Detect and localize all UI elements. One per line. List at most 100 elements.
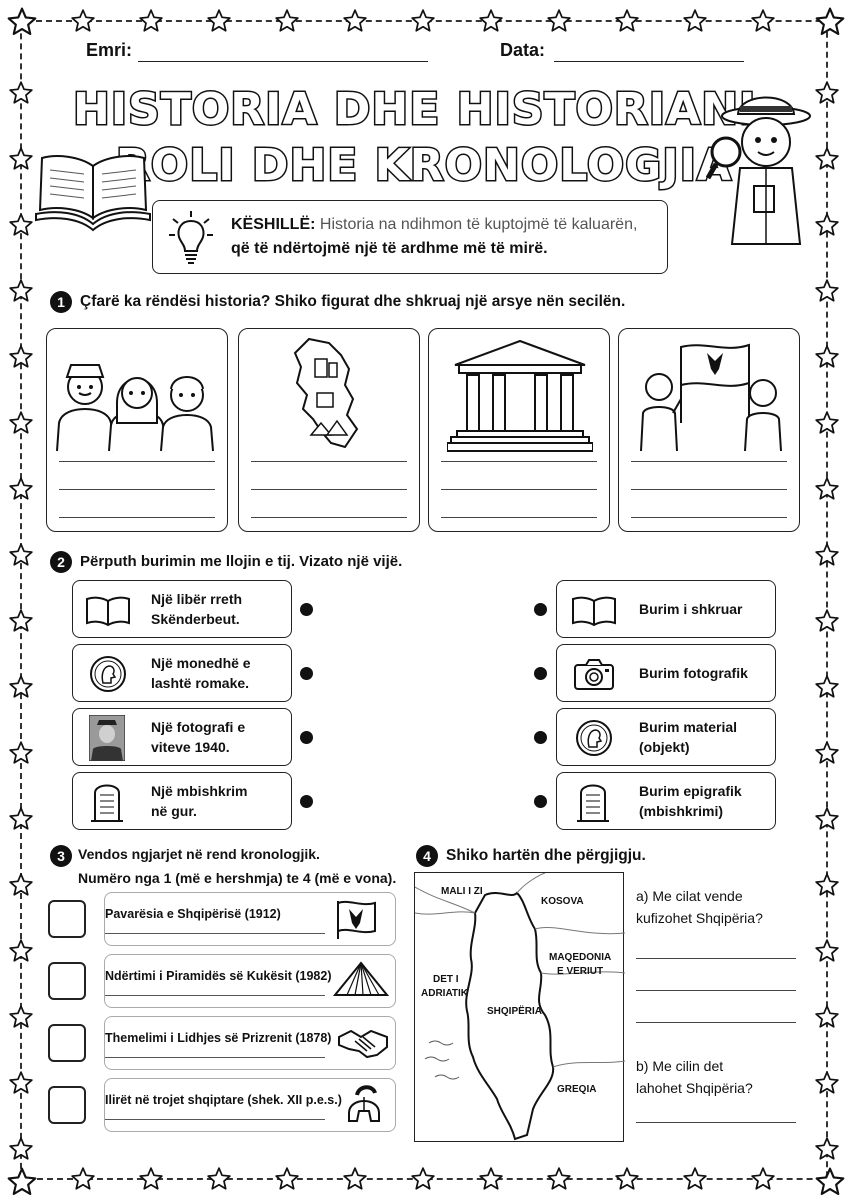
answer-line[interactable]	[59, 517, 215, 518]
star-icon	[9, 477, 33, 500]
albania-map: MALI I ZI KOSOVA MAQEDONIA E VERIUT DET …	[414, 872, 625, 1142]
star-icon	[815, 7, 845, 36]
match-type-photo[interactable]: Burim fotografik	[556, 644, 776, 702]
answer-line[interactable]	[636, 1022, 796, 1023]
answer-line[interactable]	[636, 1122, 796, 1123]
match-dot-right[interactable]	[534, 731, 547, 744]
question-3-text-1: Vendos ngjarjet në rend kronologjik.	[78, 846, 320, 862]
order-number-box[interactable]	[48, 1024, 86, 1062]
helmet-icon	[348, 1085, 380, 1122]
coin-icon	[576, 720, 612, 756]
question-2-text: Përputh burimin me llojin e tij. Vizato …	[80, 553, 403, 570]
ancient-temple-icon	[447, 339, 593, 452]
answer-line[interactable]	[251, 517, 407, 518]
question-3-text-2: Numëro nga 1 (më e hershmja) te 4 (më e …	[78, 870, 397, 886]
star-icon	[815, 807, 839, 830]
stone-inscription-icon	[91, 784, 123, 822]
answer-line[interactable]	[59, 489, 215, 490]
event-row: Ndërtimi i Piramidës së Kukësit (1982)	[104, 954, 396, 1008]
star-icon	[815, 609, 839, 632]
star-icon	[815, 675, 839, 698]
map-label-macedonia-1: MAQEDONIA	[549, 952, 612, 963]
date-field[interactable]	[554, 60, 744, 62]
reason-card-map	[238, 328, 420, 532]
star-icon	[751, 9, 775, 32]
answer-line[interactable]	[251, 461, 407, 462]
match-source-line2: në gur.	[151, 803, 197, 819]
answer-line[interactable]	[441, 489, 597, 490]
match-type-line1: Burim fotografik	[639, 665, 748, 681]
family-icon	[56, 364, 214, 452]
answer-line[interactable]	[631, 517, 787, 518]
answer-line[interactable]	[441, 461, 597, 462]
match-type-line2: (mbishkrimi)	[639, 803, 724, 819]
star-icon	[9, 81, 33, 104]
event-text: Themelimi i Lidhjes së Prizrenit (1878)	[105, 1031, 332, 1045]
event-row: Ilirët në trojet shqiptare (shek. XII p.…	[104, 1078, 396, 1132]
match-dot-right[interactable]	[534, 795, 547, 808]
match-source-line2: lashtë romake.	[151, 675, 250, 691]
match-type-material[interactable]: Burim material(objekt)	[556, 708, 776, 766]
star-icon	[275, 1167, 299, 1190]
map-label-greece: GREQIA	[557, 1084, 597, 1095]
match-dot-left[interactable]	[300, 795, 313, 808]
answer-line[interactable]	[631, 489, 787, 490]
answer-line[interactable]	[631, 461, 787, 462]
star-icon	[815, 1005, 839, 1028]
match-dot-right[interactable]	[534, 667, 547, 680]
match-type-written[interactable]: Burim i shkruar	[556, 580, 776, 638]
star-icon	[9, 873, 33, 896]
tip-text-2: që të ndërtojmë një të ardhme më të mirë…	[231, 240, 548, 257]
event-text: Ndërtimi i Piramidës së Kukësit (1982)	[105, 969, 332, 983]
match-source-line1: Një libër rreth	[151, 591, 243, 607]
match-source-line1: Një fotografi e	[151, 719, 246, 735]
star-icon	[479, 1167, 503, 1190]
order-number-box[interactable]	[48, 962, 86, 1000]
star-icon	[275, 9, 299, 32]
name-field[interactable]	[138, 60, 428, 62]
answer-line[interactable]	[59, 461, 215, 462]
question-1-number: 1	[50, 291, 72, 313]
star-icon	[815, 477, 839, 500]
lightbulb-icon	[169, 211, 213, 264]
star-icon	[815, 213, 839, 236]
star-icon	[815, 411, 839, 434]
question-4a-line2: kufizohet Shqipëria?	[636, 910, 763, 926]
map-label-kosovo: KOSOVA	[541, 896, 584, 907]
star-icon	[9, 939, 33, 962]
star-icon	[815, 345, 839, 368]
match-type-epigraphic[interactable]: Burim epigrafik (mbishkrimi)	[556, 772, 776, 830]
star-icon	[9, 1005, 33, 1028]
star-icon	[815, 1137, 839, 1160]
match-dot-left[interactable]	[300, 731, 313, 744]
answer-line[interactable]	[636, 958, 796, 959]
match-type-line1: Burim epigrafik	[639, 783, 742, 799]
portrait-photo-icon	[89, 715, 125, 761]
tip-label: KËSHILLË:	[231, 216, 316, 233]
reason-card-family	[46, 328, 228, 532]
match-dot-right[interactable]	[534, 603, 547, 616]
order-number-box[interactable]	[48, 900, 86, 938]
book-icon	[86, 596, 130, 627]
star-icon	[9, 609, 33, 632]
match-dot-left[interactable]	[300, 603, 313, 616]
star-icon	[547, 9, 571, 32]
event-text: Pavarësia e Shqipërisë (1912)	[105, 907, 281, 921]
order-number-box[interactable]	[48, 1086, 86, 1124]
answer-line[interactable]	[441, 517, 597, 518]
book-icon	[572, 596, 616, 627]
star-icon	[207, 9, 231, 32]
answer-line[interactable]	[636, 990, 796, 991]
star-icon	[547, 1167, 571, 1190]
star-icon	[411, 9, 435, 32]
match-dot-left[interactable]	[300, 667, 313, 680]
title-line-2: ROLI DHE KRONOLOGJIA	[114, 139, 733, 193]
star-icon	[9, 279, 33, 302]
star-icon	[9, 213, 33, 236]
answer-line[interactable]	[251, 489, 407, 490]
